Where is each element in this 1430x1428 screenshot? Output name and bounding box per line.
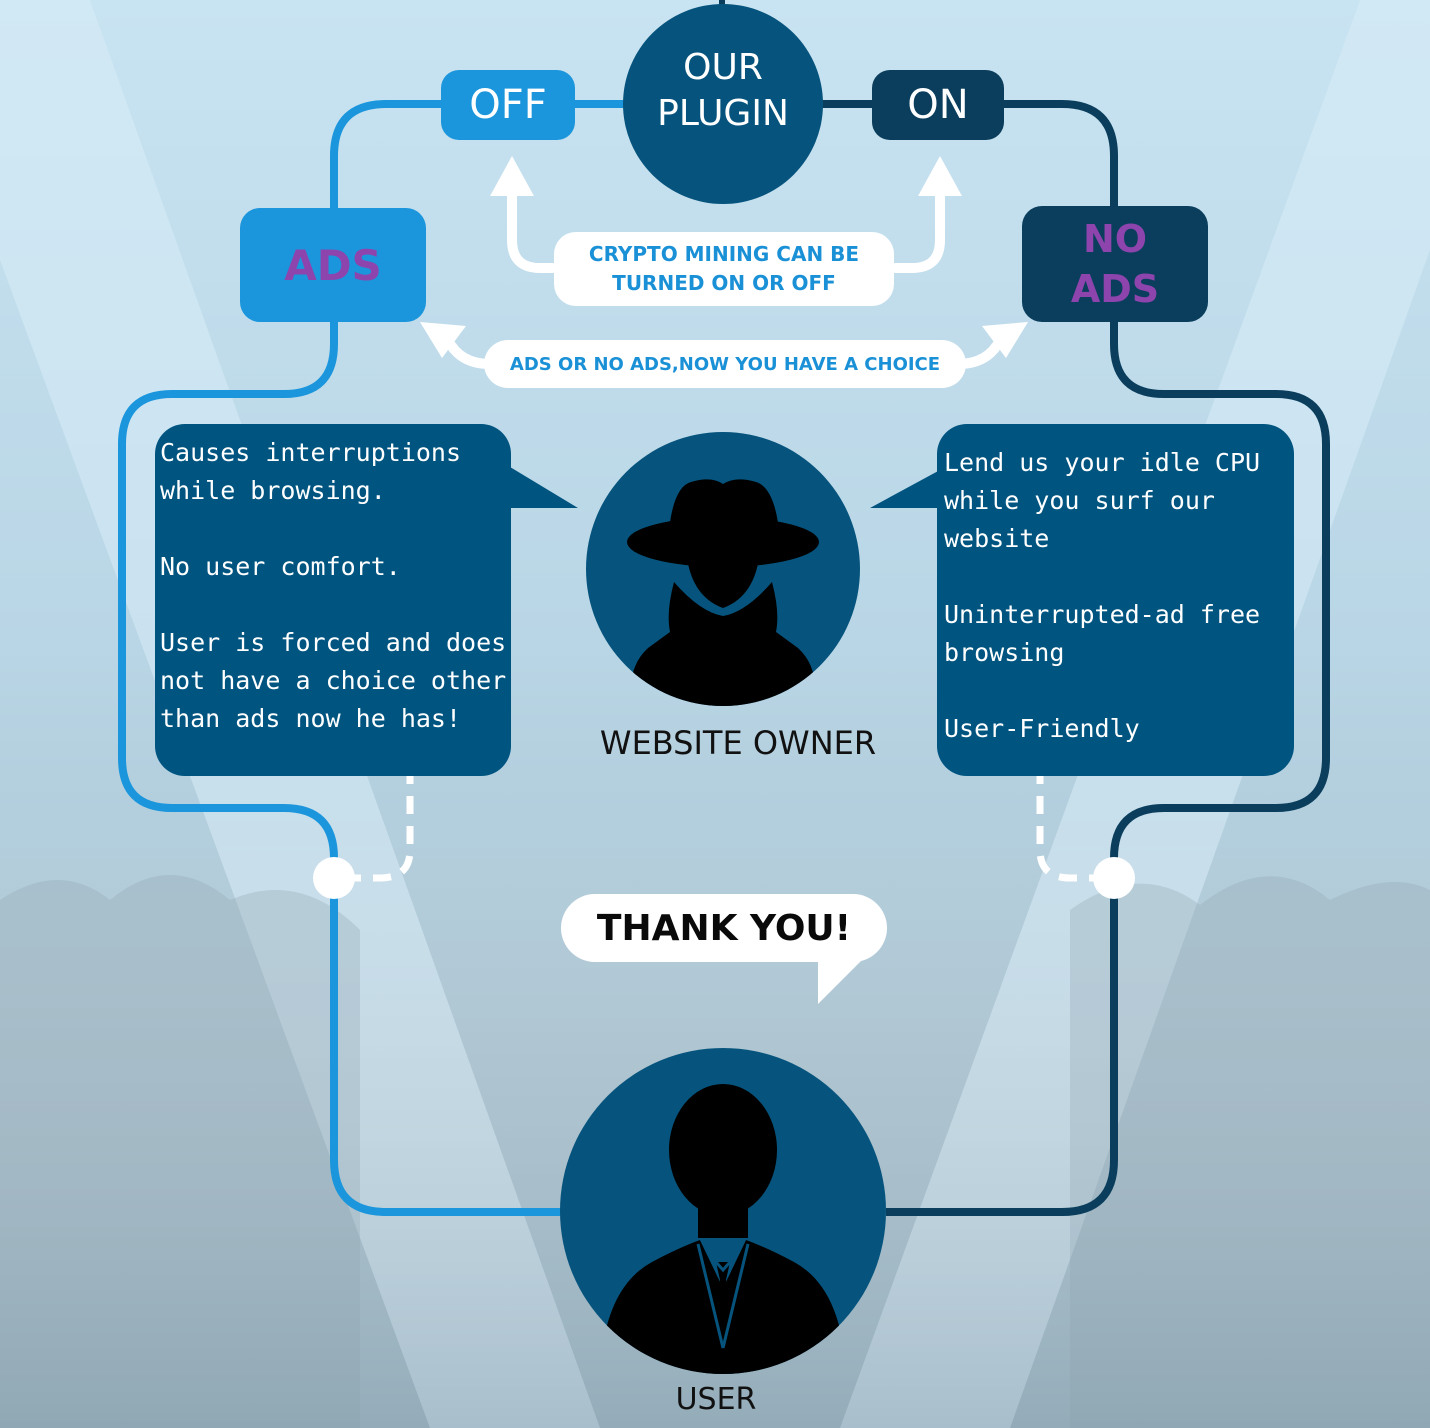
dashed-link-right [1036, 766, 1114, 882]
ads-option-box: ADS [240, 208, 426, 322]
plugin-title: OUR PLUGIN [623, 48, 823, 134]
crypto-note-line2: TURNED ON OR OFF [612, 271, 836, 295]
spy-silhouette-icon [627, 479, 819, 706]
choice-note-text: ADS OR NO ADS,NOW YOU HAVE A CHOICE [509, 353, 941, 375]
plugin-circle [623, 4, 823, 204]
arrow-head-noads [982, 322, 1028, 358]
thank-you-text: THANK YOU! [596, 907, 852, 949]
no-ads-benefit-1: Lend us your idle CPU while you surf our… [944, 448, 1261, 553]
user-caption: USER [675, 1382, 757, 1417]
ads-drawback-1: Causes interruptions while browsing. [160, 438, 462, 505]
dashed-link-left [334, 766, 414, 882]
plugin-title-line1: OUR [683, 47, 763, 88]
no-ads-benefits-bubble [937, 424, 1294, 776]
ads-drawbacks-bubble [155, 424, 511, 776]
left-junction-dot [313, 857, 355, 899]
website-owner-caption: WEBSITE OWNER [599, 724, 877, 762]
no-ads-option-box: NO ADS [1022, 206, 1208, 322]
arrow-to-on [888, 192, 945, 273]
connector-ads-user [118, 320, 562, 1216]
crypto-note-line1: CRYPTO MINING CAN BE [588, 242, 860, 266]
connector-on-noads [1004, 100, 1118, 210]
thanks-bubble-tail [818, 958, 864, 1004]
arrow-to-off [507, 192, 560, 273]
website-owner-circle [586, 432, 860, 706]
no-ads-label-line2: ADS [1070, 267, 1160, 311]
ads-drawback-2: No user comfort. [160, 552, 401, 581]
arrow-head-off [490, 156, 534, 196]
choice-note: ADS OR NO ADS,NOW YOU HAVE A CHOICE [484, 340, 966, 388]
connector-noads-user [886, 320, 1330, 1216]
ads-drawback-3: User is forced and does not have a choic… [160, 628, 507, 733]
connector-off-ads [330, 100, 441, 210]
arrow-head-on [918, 156, 962, 196]
crypto-mining-note: CRYPTO MINING CAN BE TURNED ON OR OFF [554, 232, 894, 306]
user-circle [560, 1048, 886, 1374]
right-junction-dot [1093, 857, 1135, 899]
no-ads-label-line1: NO [1082, 217, 1148, 261]
plugin-title-line2: PLUGIN [657, 93, 789, 134]
right-bubble-tail [870, 470, 940, 508]
on-toggle-button[interactable]: ON [872, 70, 1004, 140]
ads-drawbacks-text: Causes interruptions while browsing. No … [160, 434, 508, 738]
thank-you-bubble: THANK YOU! [561, 894, 887, 962]
off-toggle-button[interactable]: OFF [441, 70, 575, 140]
off-label: OFF [469, 82, 547, 128]
on-label: ON [907, 82, 969, 128]
no-ads-benefit-3: User-Friendly [944, 714, 1140, 743]
businessman-silhouette-icon [600, 1084, 846, 1374]
left-bubble-tail [505, 464, 578, 508]
ads-label: ADS [284, 240, 382, 290]
arrow-head-ads [420, 322, 466, 358]
no-ads-benefits-text: Lend us your idle CPU while you surf our… [944, 444, 1294, 748]
no-ads-benefit-2: Uninterrupted-ad free browsing [944, 600, 1261, 667]
